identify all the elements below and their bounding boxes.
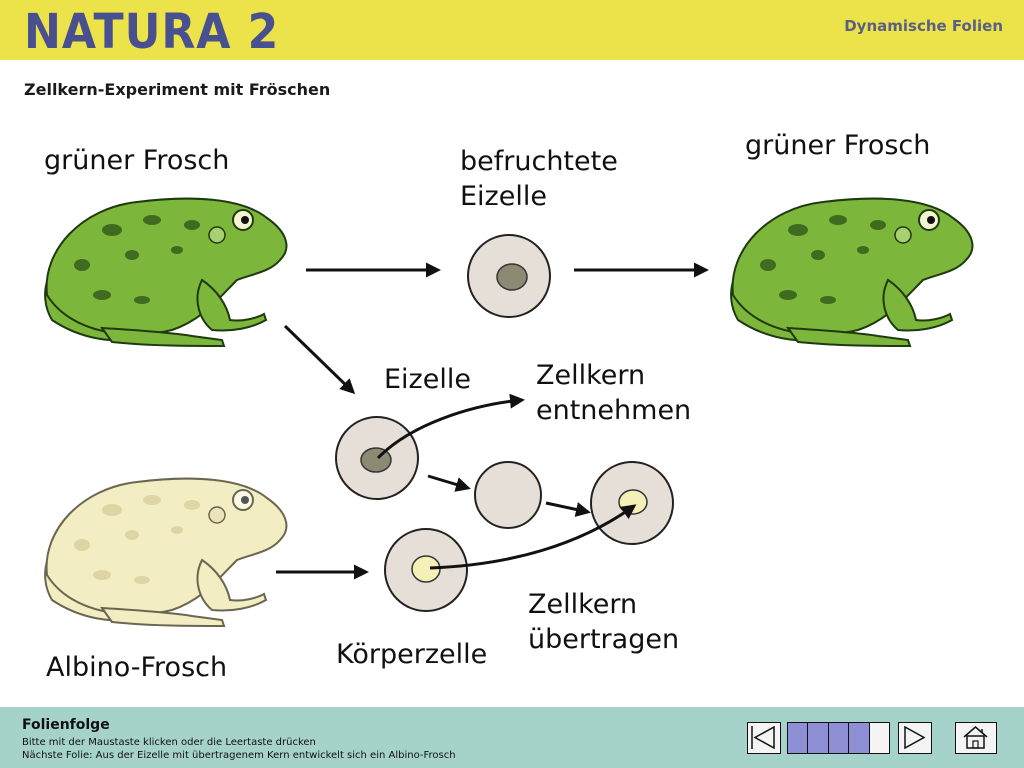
progress-step-3[interactable] (828, 723, 850, 753)
label-green-frog-left: grüner Frosch (44, 145, 230, 176)
footer-next-slide-note: Nächste Folie: Aus der Eizelle mit übert… (22, 750, 456, 761)
enucleated-egg-cell (474, 461, 542, 529)
label-transfer-nucleus-1: Zellkern (528, 589, 638, 620)
arrow-frog-to-eggcell (283, 324, 356, 395)
label-green-frog-right: grüner Frosch (745, 130, 931, 161)
first-slide-icon (751, 725, 775, 750)
label-fertilized-egg-2: Eizelle (460, 181, 547, 212)
home-button[interactable] (955, 722, 997, 754)
natura-logo: NATURA 2 (24, 4, 280, 60)
footer-instruction: Bitte mit der Maustaste klicken oder die… (22, 737, 316, 748)
slide-progress (787, 722, 890, 754)
label-remove-nucleus-1: Zellkern (536, 360, 646, 391)
body-cell (384, 528, 468, 612)
progress-step-1[interactable] (788, 723, 809, 753)
label-body-cell: Körperzelle (336, 639, 488, 670)
next-slide-icon (904, 725, 926, 750)
albino-frog (44, 477, 288, 627)
label-albino-frog: Albino-Frosch (46, 652, 228, 683)
arrow-enucleated-to-recipient (545, 501, 591, 517)
progress-step-2[interactable] (808, 723, 829, 753)
progress-step-5[interactable] (869, 723, 890, 753)
green-frog-right (730, 197, 974, 347)
experiment-diagram (44, 197, 974, 627)
footer-title: Folienfolge (22, 717, 110, 733)
label-egg-cell: Eizelle (384, 364, 471, 395)
header-bar: NATURA 2 Dynamische Folien (0, 0, 1024, 60)
egg-cell-with-nucleus (335, 416, 419, 500)
egg-cell-transferred-nucleus (590, 461, 674, 545)
section-label: Dynamische Folien (844, 17, 1003, 35)
next-slide-button[interactable] (898, 722, 932, 754)
slide-title: Zellkern-Experiment mit Fröschen (24, 80, 331, 99)
arrow-transfer-nucleus (429, 504, 637, 570)
home-icon (963, 726, 988, 749)
label-fertilized-egg-1: befruchtete (460, 146, 618, 177)
fertilized-egg-cell (467, 234, 551, 318)
arrow-remove-nucleus (376, 393, 525, 460)
progress-step-4[interactable] (849, 723, 870, 753)
label-transfer-nucleus-2: übertragen (528, 624, 680, 655)
previous-slide-button[interactable] (747, 722, 781, 754)
green-frog-left (44, 197, 288, 347)
footer-bar: Folienfolge Bitte mit der Maustaste klic… (0, 707, 1024, 768)
arrow-eggcell-to-enucleated (427, 474, 471, 492)
label-remove-nucleus-2: entnehmen (536, 395, 692, 426)
